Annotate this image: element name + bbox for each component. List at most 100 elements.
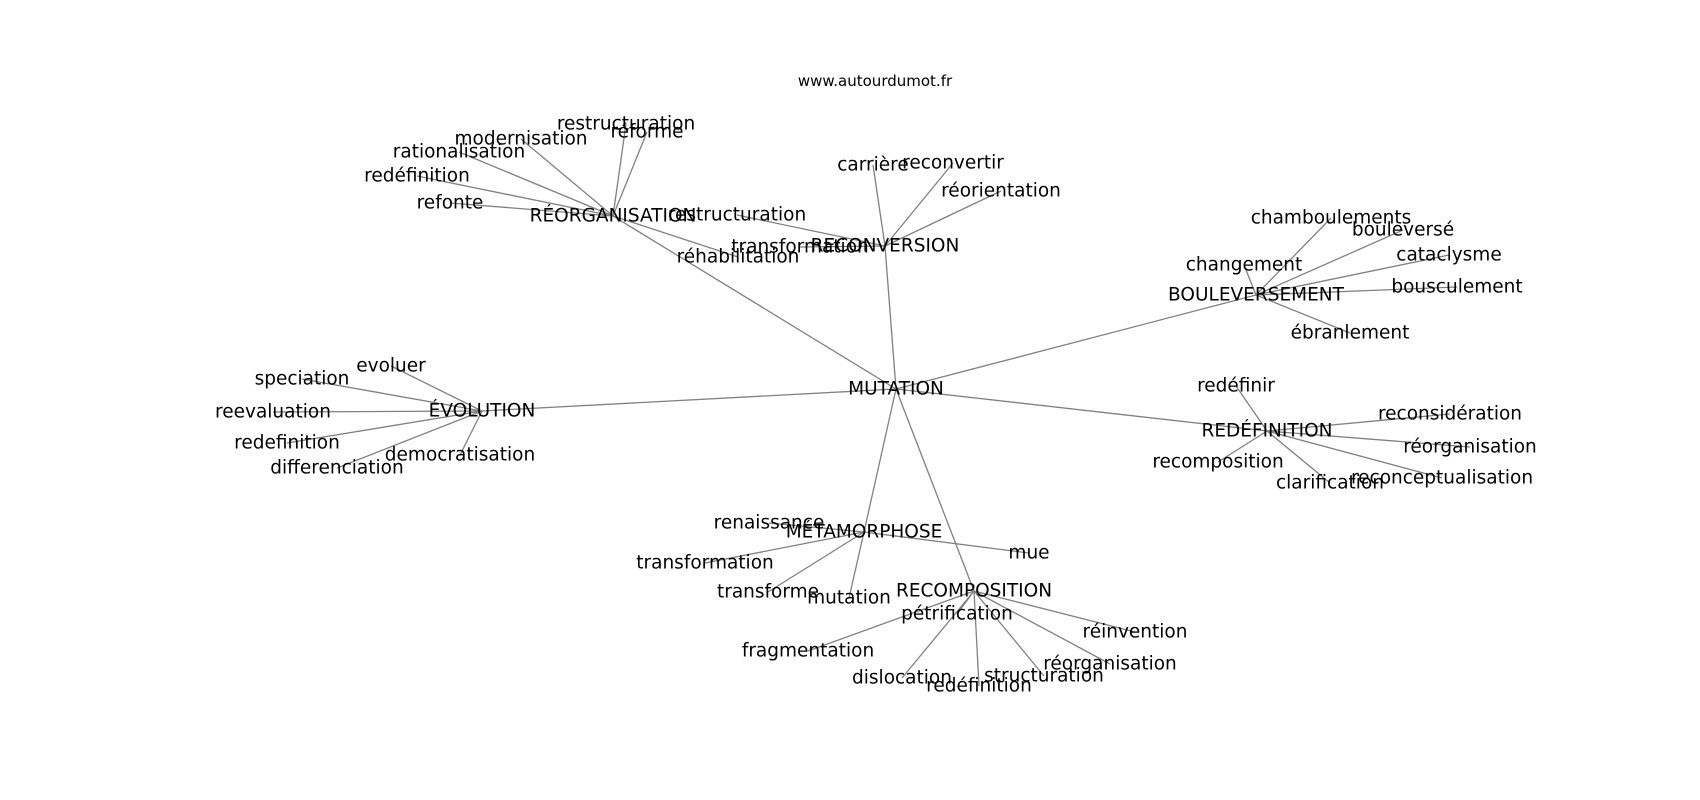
edge-reorganisation-reforme bbox=[612, 131, 648, 217]
leaf-node-dislocation: dislocation bbox=[852, 668, 952, 689]
edge-bouleversement-changement bbox=[1243, 264, 1257, 296]
leaf-node-redefinition: redéfinition bbox=[364, 166, 470, 187]
edge-redefinition-reorganisation bbox=[1266, 430, 1471, 448]
leaf-node-chamboulements: chamboulements bbox=[1251, 208, 1412, 229]
leaf-node-reorganisation: réorganisation bbox=[1043, 654, 1177, 675]
center-node: MUTATION bbox=[848, 379, 944, 400]
hub-node-reconversion: RECONVERSION bbox=[811, 236, 960, 257]
source-label: www.autourdumot.fr bbox=[797, 72, 953, 90]
hub-node-recomposition: RECOMPOSITION bbox=[896, 581, 1052, 602]
edge-recomposition-reorganisation bbox=[973, 590, 1111, 665]
edge-recomposition-reinvention bbox=[973, 590, 1136, 633]
leaf-node-evoluer: evoluer bbox=[356, 356, 426, 377]
edge-center-metamorphose bbox=[863, 388, 897, 533]
edge-bouleversement-chamboulements bbox=[1255, 217, 1332, 296]
leaf-node-reorientation: réorientation bbox=[941, 181, 1061, 202]
edge-bouleversement-bousculement bbox=[1255, 286, 1458, 296]
edge-reorganisation-redefinition bbox=[416, 175, 614, 217]
leaf-node-reevaluation: reevaluation bbox=[215, 402, 331, 423]
labels-layer: MUTATIONRÉORGANISATIONrestructurationréf… bbox=[215, 114, 1537, 697]
leaf-node-changement: changement bbox=[1186, 255, 1302, 276]
edge-center-evolution bbox=[481, 388, 897, 412]
edge-redefinition-reconsideration bbox=[1266, 413, 1451, 432]
edge-reorganisation-modernisation bbox=[520, 138, 614, 217]
edge-recomposition-dislocation bbox=[901, 590, 975, 679]
leaf-node-modernisation: modernisation bbox=[454, 129, 587, 150]
edge-center-bouleversement bbox=[895, 294, 1257, 390]
leaf-node-reorganisation: réorganisation bbox=[1403, 437, 1537, 458]
edge-evolution-reevaluation bbox=[272, 410, 483, 413]
hub-node-bouleversement: BOULEVERSEMENT bbox=[1168, 285, 1345, 306]
edge-reconversion-carriere bbox=[872, 164, 886, 247]
leaf-node-transformation: transformation bbox=[731, 237, 868, 258]
leaf-node-refonte: refonte bbox=[417, 193, 484, 214]
leaf-node-transformation: transformation bbox=[636, 553, 773, 574]
edge-metamorphose-mue bbox=[863, 531, 1030, 554]
edge-reconversion-reorientation bbox=[884, 190, 1002, 247]
edge-bouleversement-ebranlement bbox=[1255, 294, 1351, 334]
leaf-node-petrification: pétrification bbox=[901, 604, 1013, 625]
leaf-node-redefinir: redéfinir bbox=[1197, 376, 1275, 397]
leaf-node-restructuration: restructuration bbox=[668, 205, 806, 226]
leaf-node-bouleverse: bouleversé bbox=[1352, 220, 1454, 241]
edge-evolution-differenciation bbox=[336, 410, 483, 469]
edge-reconversion-restructuration bbox=[736, 214, 886, 247]
leaf-node-speciation: speciation bbox=[255, 369, 350, 390]
edge-reorganisation-rationalisation bbox=[458, 151, 614, 217]
hub-node-redefinition: REDÉFINITION bbox=[1201, 420, 1332, 442]
leaf-node-rationalisation: rationalisation bbox=[393, 142, 525, 163]
leaf-node-recomposition: recomposition bbox=[1152, 452, 1283, 473]
edge-center-reorganisation bbox=[612, 215, 897, 390]
edge-reconversion-transformation bbox=[799, 245, 886, 248]
hub-node-reorganisation: RÉORGANISATION bbox=[530, 205, 697, 227]
edge-bouleversement-cataclysme bbox=[1255, 254, 1450, 296]
leaf-node-structuration: structuration bbox=[984, 666, 1104, 687]
edge-reorganisation-restructuration bbox=[612, 123, 627, 217]
edge-evolution-democratisation bbox=[459, 410, 483, 456]
edge-reorganisation-rehabilitation bbox=[612, 215, 739, 258]
leaf-node-reconceptualisation: reconceptualisation bbox=[1351, 468, 1533, 489]
leaf-node-fragmentation: fragmentation bbox=[742, 641, 874, 662]
leaf-node-clarification: clarification bbox=[1276, 473, 1384, 494]
leaf-node-mutation: mutation bbox=[807, 588, 891, 609]
edge-reorganisation-refonte bbox=[449, 202, 614, 217]
edge-metamorphose-transformation bbox=[704, 531, 865, 564]
leaf-node-transforme: transforme bbox=[717, 582, 819, 603]
edge-evolution-speciation bbox=[301, 378, 483, 412]
edge-bouleversement-bouleverse bbox=[1255, 229, 1404, 296]
leaf-node-carriere: carrière bbox=[837, 155, 909, 176]
leaf-node-ebranlement: ébranlement bbox=[1291, 323, 1410, 344]
leaf-node-democratisation: democratisation bbox=[385, 445, 535, 466]
edge-evolution-evoluer bbox=[390, 365, 483, 412]
leaf-node-reconvertir: reconvertir bbox=[902, 153, 1004, 174]
edge-metamorphose-transforme bbox=[767, 531, 865, 593]
edge-recomposition-redefinition bbox=[973, 590, 980, 687]
leaf-node-renaissance: renaissance bbox=[714, 513, 825, 534]
leaf-node-restructuration: restructuration bbox=[557, 114, 695, 135]
hub-node-metamorphose: MÉTAMORPHOSE bbox=[786, 521, 943, 543]
edge-redefinition-reconceptualisation bbox=[1266, 430, 1443, 479]
edge-metamorphose-renaissance bbox=[768, 522, 865, 533]
leaf-node-rehabilitation: réhabilitation bbox=[677, 247, 800, 268]
edge-redefinition-redefinir bbox=[1235, 385, 1268, 432]
edge-redefinition-clarification bbox=[1266, 430, 1331, 484]
edge-center-redefinition bbox=[895, 388, 1268, 432]
leaf-node-cataclysme: cataclysme bbox=[1396, 245, 1501, 266]
leaf-node-reconsideration: reconsidération bbox=[1378, 404, 1522, 425]
hub-node-evolution: ÉVOLUTION bbox=[429, 400, 536, 422]
leaf-node-bousculement: bousculement bbox=[1391, 277, 1522, 298]
edge-center-reconversion bbox=[884, 245, 897, 390]
leaf-node-reinvention: réinvention bbox=[1083, 622, 1188, 643]
leaf-node-mue: mue bbox=[1008, 543, 1049, 564]
edge-metamorphose-mutation bbox=[848, 531, 865, 599]
edges-layer bbox=[272, 123, 1471, 687]
edge-center-recomposition bbox=[895, 388, 975, 592]
edge-recomposition-structuration bbox=[973, 590, 1045, 677]
edge-recomposition-fragmentation bbox=[807, 590, 975, 652]
leaf-node-differenciation: differenciation bbox=[270, 458, 403, 479]
leaf-node-redefinition: redefinition bbox=[234, 433, 340, 454]
edge-evolution-redefinition bbox=[286, 410, 483, 444]
leaf-node-reforme: réforme bbox=[610, 122, 683, 143]
